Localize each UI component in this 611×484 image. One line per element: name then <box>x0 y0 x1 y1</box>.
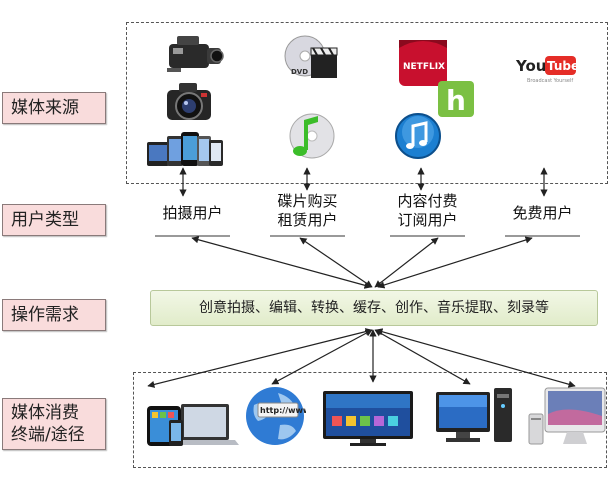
netflix-text: NETFLIX <box>403 62 445 72</box>
http-text: http://www <box>260 406 306 415</box>
user-type-label-text: 用户类型 <box>11 210 79 230</box>
user-type-disc-line2: 租赁用户 <box>277 211 338 229</box>
imac-icon <box>528 387 606 445</box>
tv-icon <box>323 391 413 446</box>
user-type-disc-line1: 碟片购买 <box>277 192 338 210</box>
user-type-free-text: 免费用户 <box>512 204 573 222</box>
arrow-hub-tablet <box>147 328 373 388</box>
youtube-you-text: You <box>515 57 546 75</box>
dvd-disc-icon: DVD <box>284 35 338 78</box>
camcorder-icon <box>167 36 224 72</box>
dslr-camera-icon <box>167 83 211 120</box>
arrow-hub-web <box>271 329 373 385</box>
music-disc-icon <box>289 113 335 159</box>
hulu-text: h <box>446 84 466 117</box>
youtube-logo-icon: You Tube Broadcast Yourself <box>515 56 579 84</box>
user-type-paid: 内容付费 订阅用户 <box>385 192 470 230</box>
operations-box: 创意拍摄、编辑、转换、缓存、创作、音乐提取、刻录等 <box>150 290 598 326</box>
tablet-devices-icon <box>147 404 239 446</box>
arrow-shoot-hub <box>191 236 372 289</box>
media-source-box <box>126 22 608 184</box>
user-type-paid-line1: 内容付费 <box>397 192 458 210</box>
operation-needs-label: 操作需求 <box>2 299 106 331</box>
netflix-logo-icon: NETFLIX <box>399 40 447 86</box>
mobile-phones-icon <box>147 132 223 166</box>
youtube-tube-text: Tube <box>547 59 579 73</box>
arrow-disc-hub <box>299 237 373 288</box>
desktop-pc-icon <box>436 388 512 442</box>
user-type-label: 用户类型 <box>2 204 106 236</box>
user-type-paid-line2: 订阅用户 <box>397 211 458 229</box>
user-type-disc: 碟片购买 租赁用户 <box>265 192 350 230</box>
web-globe-icon: http://www <box>246 387 306 445</box>
operation-needs-label-text: 操作需求 <box>11 305 79 325</box>
youtube-tagline-text: Broadcast Yourself <box>527 78 573 84</box>
terminal-label: 媒体消费 终端/途径 <box>2 398 106 450</box>
user-type-shoot: 拍摄用户 <box>150 204 235 223</box>
terminal-label-line1: 媒体消费 <box>11 403 79 423</box>
user-type-free: 免费用户 <box>500 204 585 223</box>
user-type-shoot-text: 拍摄用户 <box>162 204 223 222</box>
arrow-hub-mac <box>375 328 576 388</box>
arrow-free-hub <box>377 236 533 289</box>
arrow-paid-hub <box>374 237 439 288</box>
itunes-logo-icon <box>395 113 441 159</box>
media-source-label-text: 媒体来源 <box>11 98 79 118</box>
operations-text: 创意拍摄、编辑、转换、缓存、创作、音乐提取、刻录等 <box>199 300 549 316</box>
hulu-logo-icon: h <box>438 81 474 117</box>
terminal-label-line2: 终端/途径 <box>11 425 85 445</box>
media-source-label: 媒体来源 <box>2 92 106 124</box>
arrow-hub-pc <box>374 329 471 385</box>
dvd-label: DVD <box>291 68 308 76</box>
